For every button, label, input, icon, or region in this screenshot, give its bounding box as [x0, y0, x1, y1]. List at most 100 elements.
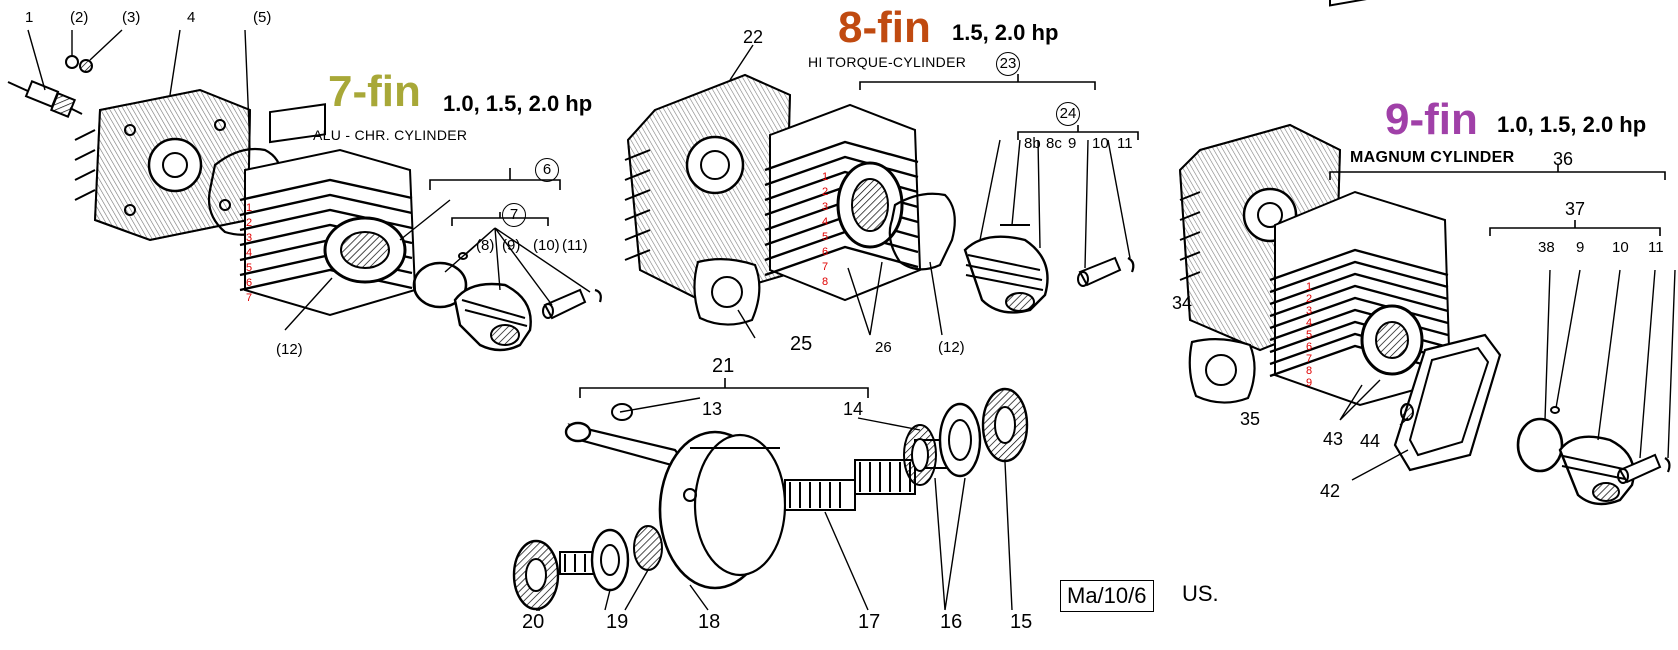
spark-plug — [7, 80, 83, 119]
part-label-7: 7 — [502, 203, 526, 227]
circlip-8fin — [1127, 257, 1135, 273]
washer-part — [65, 55, 79, 69]
leader-lines-crank — [536, 397, 1013, 611]
part-label-8b: 8b — [1024, 135, 1041, 152]
part-label-11p: (11) — [562, 237, 588, 254]
part-label-14: 14 — [843, 399, 864, 419]
part-label-9p: (9) — [502, 237, 521, 254]
seven-fin-title: 7-fin — [328, 67, 421, 116]
part-label-2: (2) — [70, 9, 89, 26]
head-gasket-42 — [1393, 333, 1502, 472]
fin-number-9fin-2: 2 — [1306, 293, 1313, 305]
part-label-8c: 8c — [1046, 135, 1062, 152]
bracket-37 — [1489, 220, 1661, 236]
catalog-code-stamp: Ma/10/6 — [1060, 580, 1154, 612]
part-label-17: 17 — [858, 611, 881, 633]
part-label-10p: (10) — [533, 237, 560, 254]
part-label-20: 20 — [522, 611, 545, 633]
fin-number-8fin-6: 6 — [822, 246, 829, 258]
piston-clip-9 — [458, 252, 468, 260]
seven-fin-hp: 1.0, 1.5, 2.0 hp — [443, 91, 593, 116]
leader-lines-8fin — [729, 44, 1131, 339]
catalog-code-suffix: US. — [1182, 581, 1219, 606]
gasket-12-8fin — [888, 192, 956, 271]
part-label-23: 23 — [996, 52, 1020, 76]
part-label-5: (5) — [253, 9, 272, 26]
part-label-26: 26 — [875, 339, 892, 356]
part-label-16: 16 — [940, 611, 963, 633]
seal-20 — [512, 539, 560, 611]
eight-fin-cylinder-name: HI TORQUE-CYLINDER — [808, 54, 967, 70]
cylinder-head-22 — [624, 73, 792, 302]
part-label-44: 44 — [1360, 431, 1381, 451]
base-gasket-35 — [1188, 338, 1256, 404]
part-label-10a: 10 — [1092, 135, 1109, 152]
cylinder-7fin — [239, 103, 417, 317]
fin-number-8fin-7: 7 — [822, 261, 829, 273]
fin-number-7fin-3: 3 — [246, 232, 253, 244]
fin-number-9fin-6: 6 — [1306, 341, 1313, 353]
fin-number-9fin-5: 5 — [1306, 329, 1313, 341]
seven-fin-cylinder-name: ALU - CHR. CYLINDER — [313, 127, 468, 143]
piston-7fin — [453, 282, 532, 352]
fin-number-9fin-3: 3 — [1306, 305, 1313, 317]
eight-fin-title: 8-fin — [838, 3, 931, 52]
fin-number-7fin-1: 1 — [246, 202, 253, 214]
fin-number-7fin-6: 6 — [246, 277, 253, 289]
cylinder-head-4 — [74, 88, 252, 242]
part-label-25: 25 — [790, 333, 813, 355]
part-label-21: 21 — [712, 355, 735, 377]
cylinder-9fin — [1269, 0, 1452, 407]
part-label-10b: 10 — [1612, 239, 1629, 256]
part-label-9a: 9 — [1068, 135, 1077, 152]
eight-fin-hp: 1.5, 2.0 hp — [952, 20, 1059, 45]
fin-number-9fin-7: 7 — [1306, 353, 1313, 365]
circlip-9fin — [1664, 457, 1671, 473]
nut-part — [79, 59, 93, 73]
part-label-12a: (12) — [276, 341, 303, 358]
part-label-4: 4 — [187, 9, 196, 26]
fin-number-7fin-7: 7 — [246, 292, 253, 304]
part-label-13: 13 — [702, 399, 723, 419]
seal-15 — [981, 387, 1029, 463]
part-label-6: 6 — [535, 158, 559, 182]
fin-number-7fin-2: 2 — [246, 217, 253, 229]
fin-number-8fin-3: 3 — [822, 201, 829, 213]
part-label-15: 15 — [1010, 611, 1033, 633]
fin-number-8fin-5: 5 — [822, 231, 829, 243]
part-label-1: 1 — [25, 9, 34, 26]
fin-number-8fin-8: 8 — [822, 276, 829, 288]
fin-number-9fin-4: 4 — [1306, 317, 1313, 329]
part-label-24: 24 — [1056, 102, 1080, 126]
part-label-42: 42 — [1320, 481, 1341, 501]
bearing-19 — [590, 528, 630, 592]
part-label-8p: (8) — [476, 237, 495, 254]
crankshaft-group — [512, 378, 1029, 611]
part-label-38: 38 — [1538, 239, 1555, 256]
bearing-16 — [938, 402, 982, 478]
piston-ring-38 — [1516, 417, 1564, 473]
part-label-3: (3) — [122, 9, 141, 26]
nut-part-left — [633, 525, 663, 571]
fin-number-8fin-1: 1 — [822, 171, 829, 183]
fin-number-9fin-1: 1 — [1306, 281, 1313, 293]
stud-44 — [1400, 403, 1414, 421]
part-label-34: 34 — [1172, 293, 1193, 313]
part-label-36: 36 — [1553, 149, 1574, 169]
part-label-35: 35 — [1240, 409, 1261, 429]
eight-fin-group — [624, 44, 1139, 339]
leader-lines-9fin — [1339, 269, 1676, 481]
bracket-7 — [451, 212, 549, 226]
flywheel-18 — [658, 430, 787, 590]
nine-fin-cylinder-name: MAGNUM CYLINDER — [1350, 149, 1515, 166]
wrist-pin-8fin — [1077, 256, 1122, 287]
fin-number-7fin-4: 4 — [246, 247, 253, 259]
cylinder-8fin — [764, 103, 922, 302]
part-label-18: 18 — [698, 611, 721, 633]
part-label-11b: 11 — [1648, 239, 1664, 256]
bracket-6 — [429, 168, 561, 190]
fin-number-9fin-8: 8 — [1306, 365, 1313, 377]
part-label-37: 37 — [1565, 199, 1586, 219]
bracket-36 — [1329, 164, 1666, 180]
fin-number-8fin-2: 2 — [822, 186, 829, 198]
